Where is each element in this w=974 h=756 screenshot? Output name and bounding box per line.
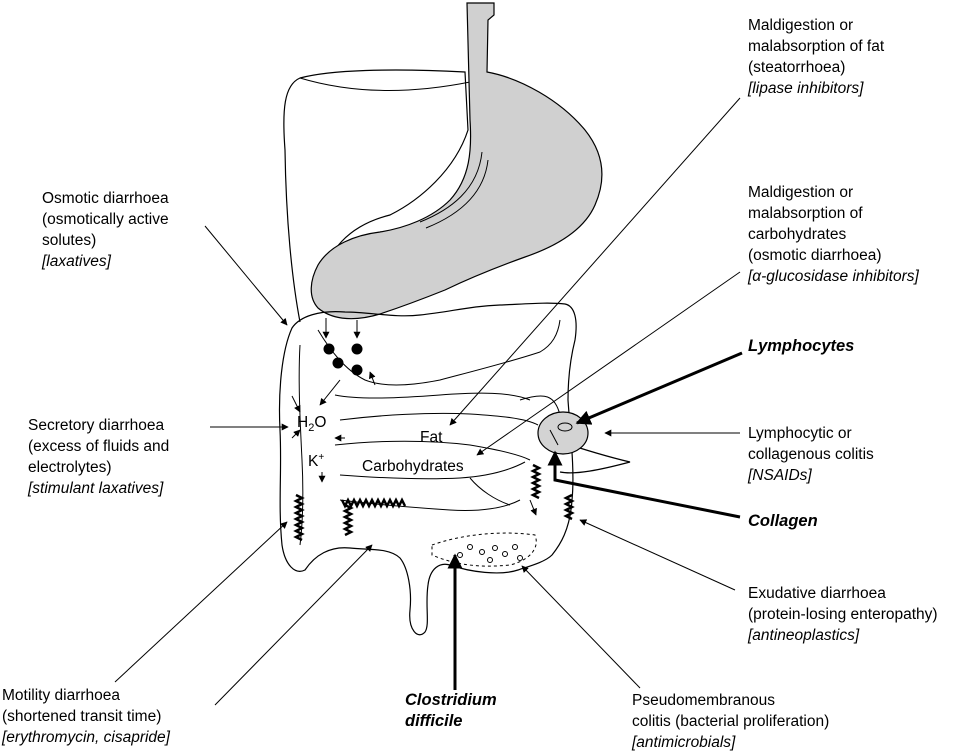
collagen-label: Collagen bbox=[748, 512, 818, 530]
carbohydrates-label: Carbohydrates bbox=[362, 458, 464, 475]
clostridium-difficile-label: Clostridium difficile bbox=[405, 691, 497, 730]
pseudomembranous-colitis-label: Pseudomembranous colitis (bacterial prol… bbox=[632, 692, 830, 751]
secretory-diarrhoea-label: Secretory diarrhoea (excess of fluids an… bbox=[28, 417, 170, 497]
pseudomembrane-area bbox=[431, 532, 537, 567]
lymph-node bbox=[537, 411, 589, 455]
liver-outline bbox=[283, 69, 469, 323]
large-intestine bbox=[278, 302, 577, 636]
fat-malabsorption-label: Maldigestion or malabsorption of fat (st… bbox=[748, 17, 885, 97]
solute-dots bbox=[323, 343, 363, 376]
osmotic-diarrhoea-label: Osmotic diarrhoea (osmotically active so… bbox=[42, 190, 169, 270]
fat-label: Fat bbox=[420, 429, 443, 446]
exudative-diarrhoea-label: Exudative diarrhoea (protein-losing ente… bbox=[748, 585, 938, 644]
motility-coils bbox=[293, 463, 575, 542]
motility-diarrhoea-label: Motility diarrhoea (shortened transit ti… bbox=[2, 687, 170, 746]
carbohydrate-malabsorption-label: Maldigestion or malabsorption of carbohy… bbox=[748, 184, 919, 285]
lymphocytic-colitis-label: Lymphocytic or collagenous colitis [NSAI… bbox=[748, 425, 874, 484]
potassium-label: K+ bbox=[308, 452, 325, 471]
h2o-label: H2O bbox=[297, 414, 327, 435]
stomach bbox=[310, 2, 603, 320]
lymphocytes-label: Lymphocytes bbox=[748, 337, 855, 355]
